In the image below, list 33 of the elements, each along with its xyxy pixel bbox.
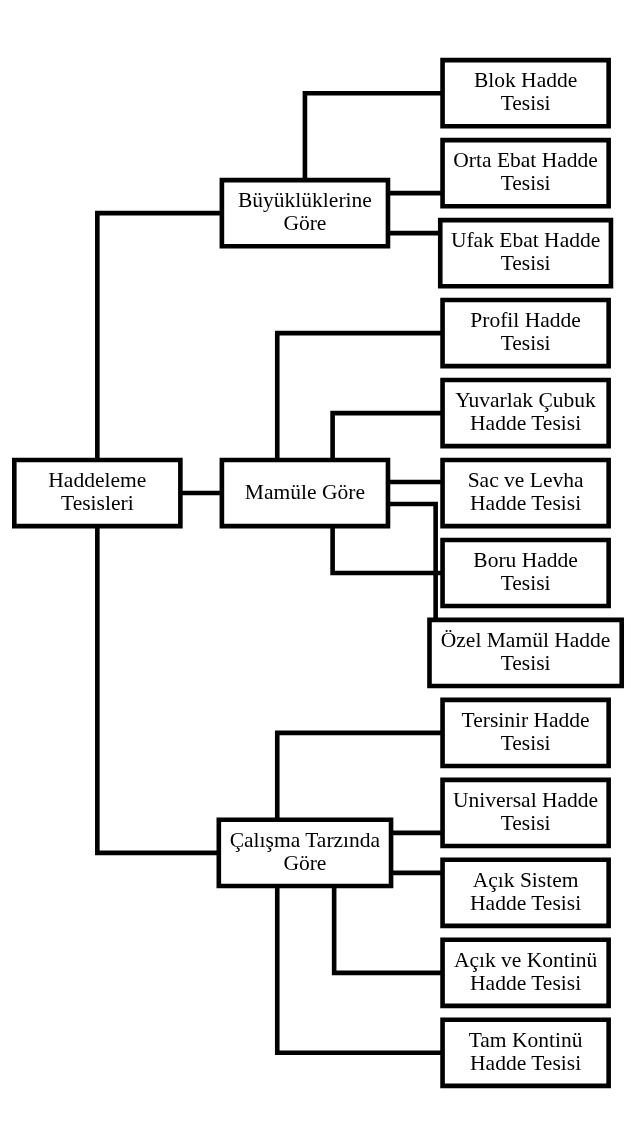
connector [274, 886, 443, 1056]
node-box: Universal Hadde Tesisi [440, 777, 611, 849]
node-box: Profil Hadde Tesisi [440, 297, 611, 369]
node-box: Blok Hadde Tesisi [440, 57, 611, 129]
connector [331, 886, 443, 976]
connector [95, 210, 222, 460]
connector [388, 501, 438, 620]
node-box: Açık ve Kontinü Hadde Tesisi [440, 937, 611, 1009]
connector [330, 410, 443, 460]
node-box: Mamüle Göre [219, 457, 391, 529]
node-box: Yuvarlak Çubuk Hadde Tesisi [440, 377, 611, 449]
connector [274, 330, 443, 460]
node-box: Açık Sistem Hadde Tesisi [440, 857, 611, 929]
node-box: Sac ve Levha Hadde Tesisi [440, 457, 611, 529]
connector [302, 90, 443, 180]
connector [180, 490, 222, 496]
node-box: Çalışma Tarzında Göre [216, 817, 394, 889]
connector [330, 526, 443, 576]
node-box: Ufak Ebat Hadde Tesisi [437, 217, 614, 289]
node-box: Özel Mamül Hadde Tesisi [427, 617, 624, 689]
node-box: Orta Ebat Hadde Tesisi [440, 137, 611, 209]
connector [95, 526, 219, 856]
node-box: Boru Hadde Tesisi [440, 537, 611, 609]
connector [274, 730, 443, 820]
connector [388, 190, 443, 196]
node-box: Haddeleme Tesisleri [12, 457, 183, 529]
connector [388, 230, 440, 236]
node-box: Tam Kontinü Hadde Tesisi [440, 1017, 611, 1089]
connector [391, 830, 443, 836]
connector [388, 479, 443, 485]
node-box: Büyüklüklerine Göre [219, 177, 391, 249]
node-box: Tersinir Hadde Tesisi [440, 697, 611, 769]
connector [391, 870, 443, 876]
